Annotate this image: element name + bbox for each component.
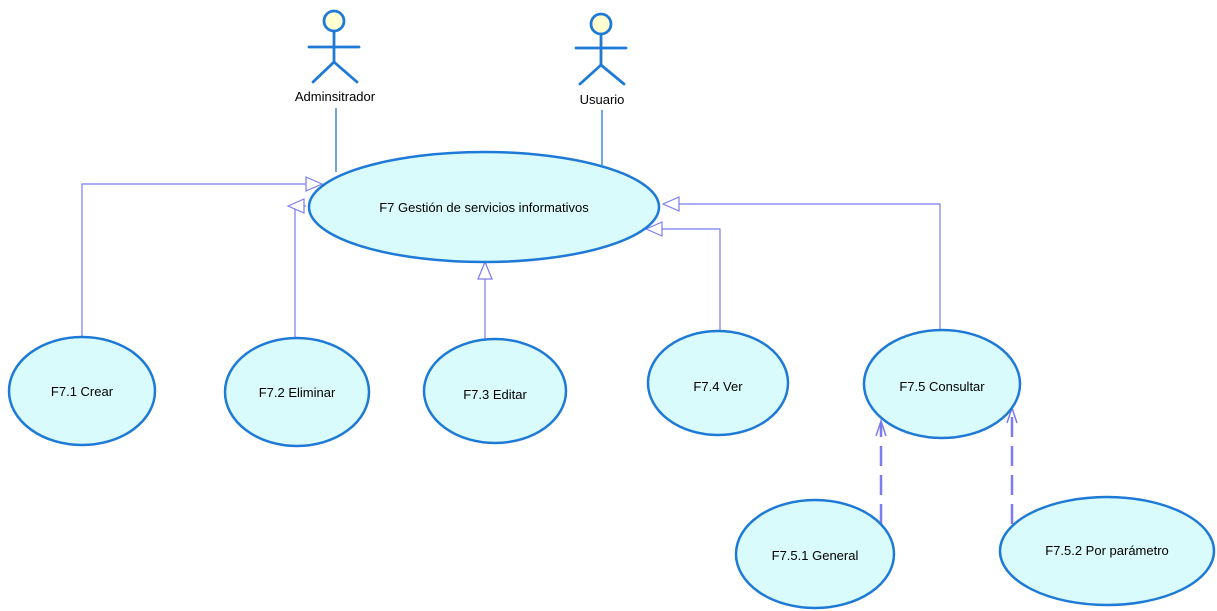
- dependencies: [879, 410, 1014, 524]
- generalization-consultar: [679, 203, 941, 330]
- usecase-editar[interactable]: F7.3 Editar: [422, 337, 568, 445]
- usecase-eliminar[interactable]: F7.2 Eliminar: [223, 336, 371, 448]
- usecase-ver-label: F7.4 Ver: [693, 379, 743, 394]
- generalization-arrowhead-eliminar: [286, 198, 305, 214]
- actor-admin[interactable]: Adminsitrador: [295, 9, 376, 104]
- generalization-arrowhead-consultar: [661, 196, 680, 212]
- usecase-general-label: F7.5.1 General: [772, 548, 859, 563]
- generalization-arrowhead-crear: [305, 176, 324, 192]
- usecase-parametro-label: F7.5.2 Por parámetro: [1045, 543, 1169, 558]
- usecase-crear[interactable]: F7.1 Crear: [7, 335, 157, 447]
- usecase-consultar[interactable]: F7.5 Consultar: [862, 328, 1022, 440]
- generalizations: [81, 176, 941, 340]
- generalization-arrowhead-ver: [644, 221, 663, 237]
- usecase-main[interactable]: F7 Gestión de servicios informativos: [307, 150, 661, 264]
- generalization-arrowhead-editar: [477, 260, 493, 280]
- generalization-ver: [662, 228, 721, 332]
- actor-user[interactable]: Usuario: [574, 12, 628, 107]
- stick-figure-icon: [574, 12, 628, 86]
- usecase-editar-label: F7.3 Editar: [463, 387, 527, 402]
- usecase-main-label: F7 Gestión de servicios informativos: [379, 200, 589, 215]
- actor-user-label: Usuario: [580, 92, 625, 107]
- generalization-eliminar: [294, 205, 306, 340]
- dependency-arrowhead-general: [875, 418, 887, 437]
- usecase-consultar-label: F7.5 Consultar: [899, 379, 985, 394]
- generalization-crear: [81, 183, 306, 338]
- usecase-ver[interactable]: F7.4 Ver: [646, 329, 790, 437]
- usecase-general[interactable]: F7.5.1 General: [734, 498, 896, 610]
- usecase-parametro[interactable]: F7.5.2 Por parámetro: [998, 495, 1216, 607]
- stick-figure-icon: [307, 9, 361, 84]
- actor-admin-label: Adminsitrador: [295, 89, 376, 104]
- usecase-crear-label: F7.1 Crear: [51, 384, 114, 399]
- usecase-eliminar-label: F7.2 Eliminar: [259, 385, 336, 400]
- associations: [335, 108, 603, 172]
